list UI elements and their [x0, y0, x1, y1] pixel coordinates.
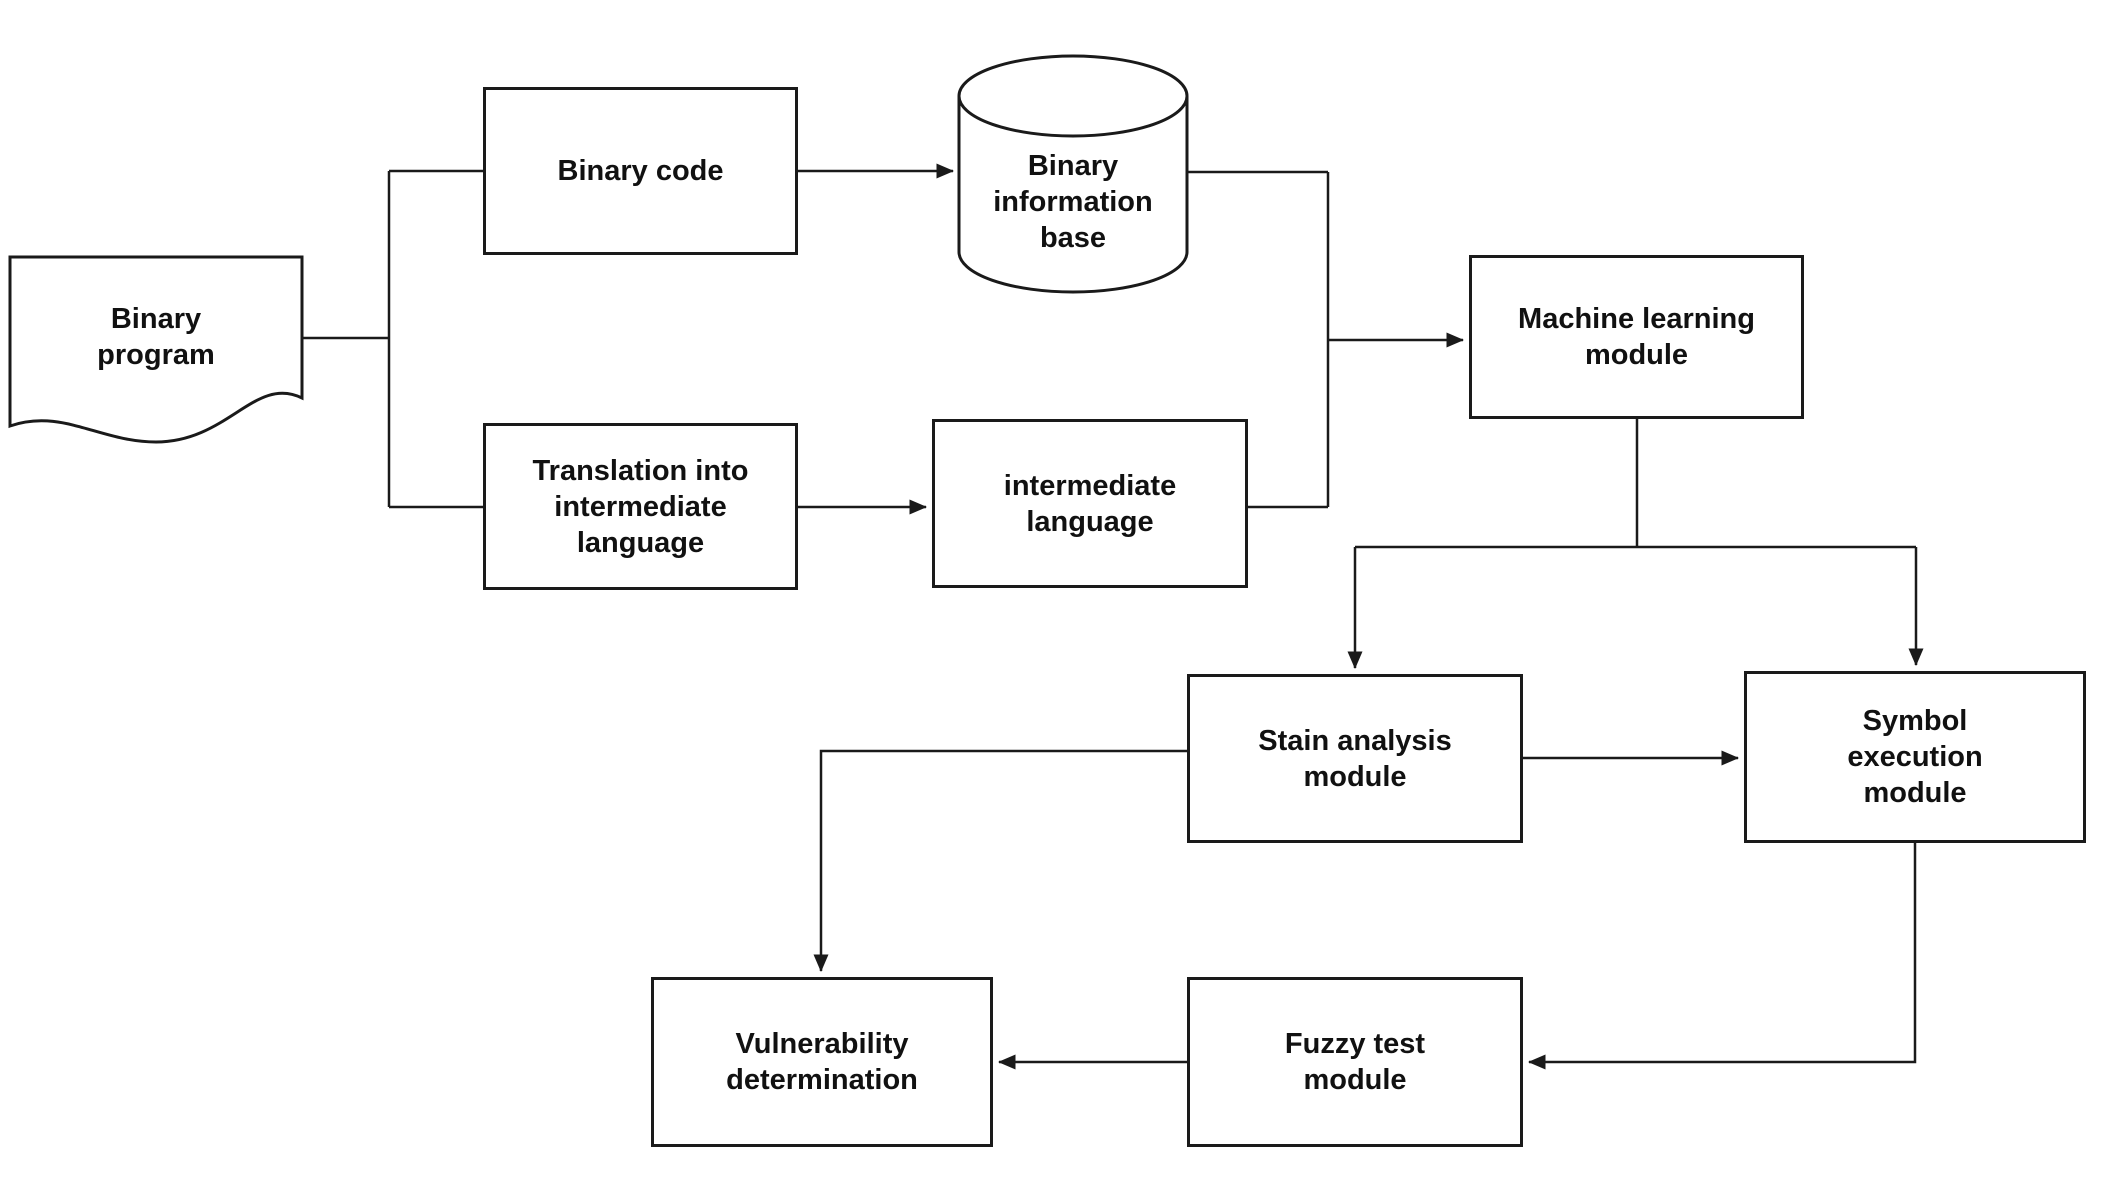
node-machine-learning-module-label: Machine learning module [1518, 303, 1755, 371]
node-symbol-execution-module-label: Symbol execution module [1847, 705, 1983, 809]
node-fuzzy-test-module: Fuzzy test module [1187, 977, 1523, 1147]
node-binary-code: Binary code [483, 87, 798, 255]
node-translation-into-intermediate-language: Translation into intermediate language [483, 423, 798, 590]
node-binary-information-base: Binary information base [959, 118, 1187, 286]
node-vulnerability-determination: Vulnerability determination [651, 977, 993, 1147]
node-binary-code-label: Binary code [557, 155, 724, 187]
node-stain-analysis-module-label: Stain analysis module [1258, 724, 1452, 793]
edge-binary-program-branch [302, 169, 483, 509]
node-vulnerability-determination-label: Vulnerability determination [726, 1028, 918, 1096]
node-intermediate-language: intermediate language [932, 419, 1248, 588]
binary-information-base-cylinder-rim [957, 95, 1189, 138]
node-symbol-execution-module: Symbol execution module [1744, 671, 2086, 843]
node-fuzzy-test-module-label: Fuzzy test module [1284, 1028, 1426, 1096]
node-translation-into-intermediate-language-label: Translation into intermediate language [532, 454, 749, 559]
node-binary-information-base-label: Binary information base [993, 150, 1153, 254]
edge-machine-learning-split [1355, 419, 1916, 549]
node-binary-program: Binary program [10, 257, 302, 417]
node-stain-analysis-module: Stain analysis module [1187, 674, 1523, 843]
node-machine-learning-module: Machine learning module [1469, 255, 1804, 419]
edge-stain-analysis-to-vulnerability [813, 749, 1187, 973]
node-binary-program-label: Binary program [97, 303, 215, 371]
edge-symbol-execution-to-fuzzy-test [1527, 843, 1917, 1070]
binary-information-base-cylinder-shape [957, 54, 1189, 294]
binary-program-document-shape [8, 255, 304, 444]
node-intermediate-language-label: intermediate language [1003, 469, 1177, 538]
